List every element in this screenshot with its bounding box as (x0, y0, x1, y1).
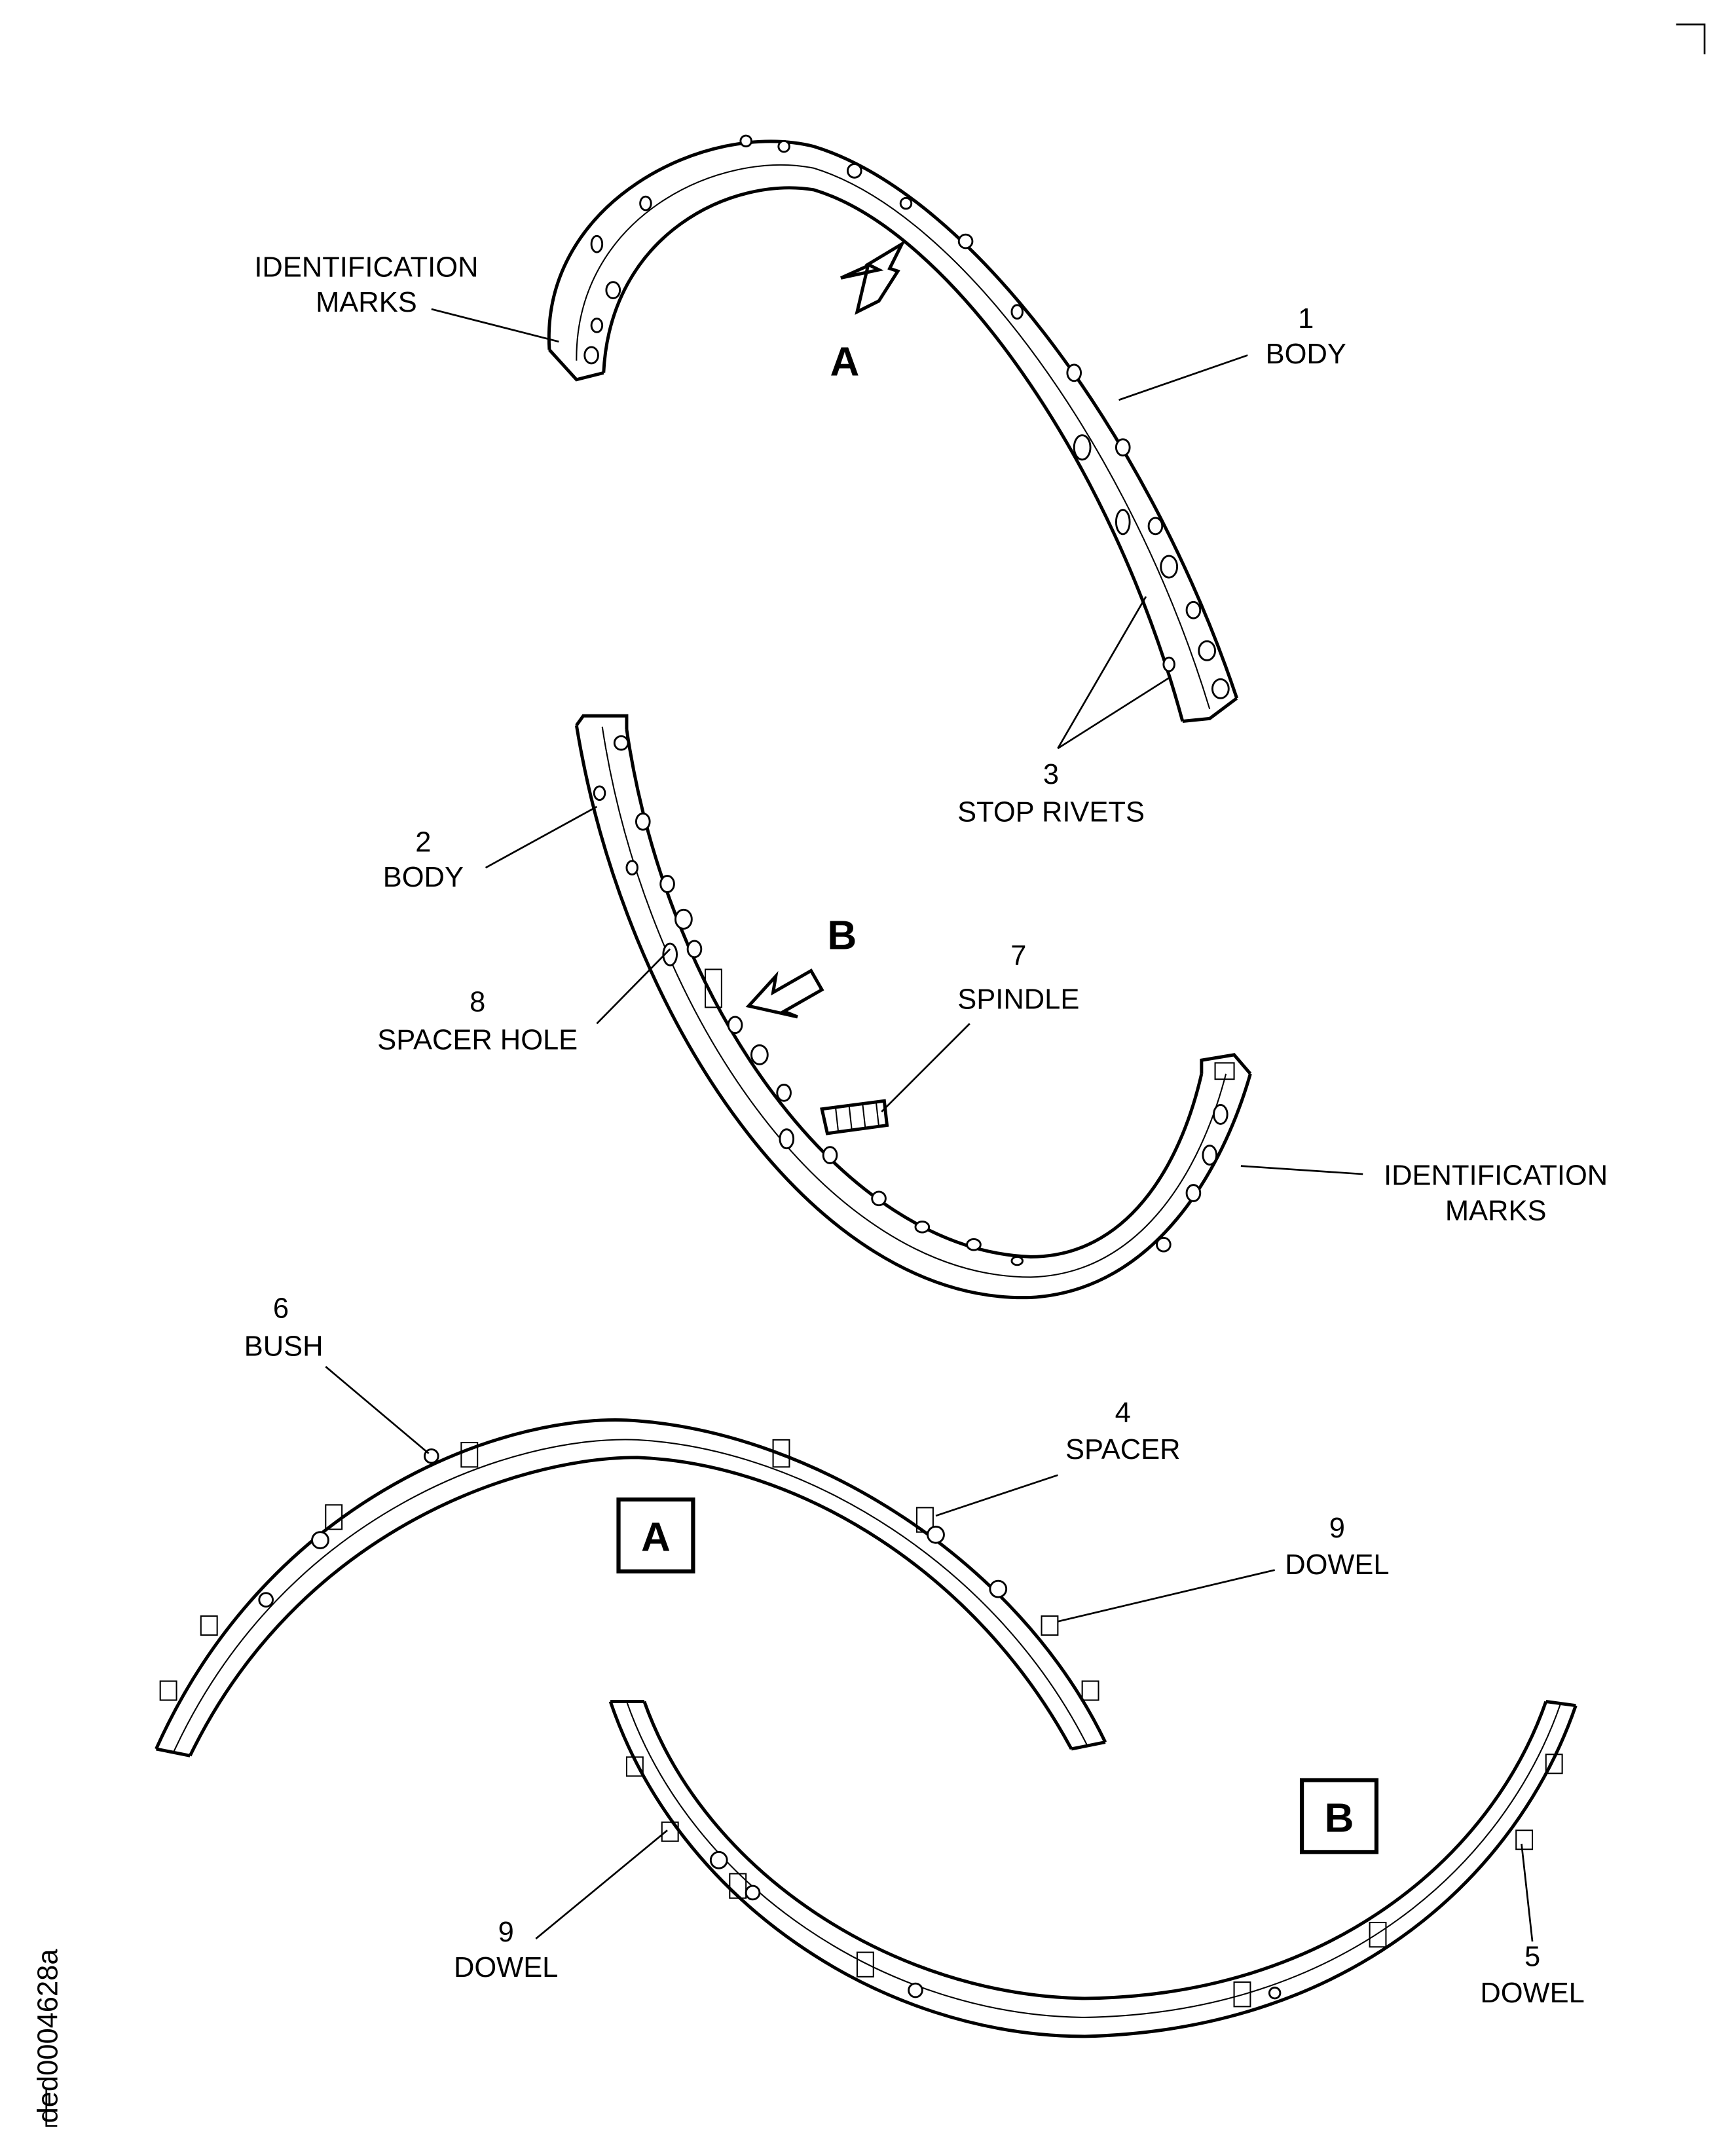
segment-view-b (608, 1700, 1578, 2038)
segment-view-a (155, 1418, 1107, 1757)
label-identification-marks-mid: IDENTIFICATION MARKS (1384, 1160, 1608, 1227)
label-dowel-a: 9 DOWEL (1285, 1513, 1389, 1581)
view-arrow-a-icon (840, 240, 906, 315)
svg-text:DOWEL: DOWEL (1285, 1549, 1389, 1581)
svg-text:DOWEL: DOWEL (454, 1952, 558, 1983)
label-dowel-b-left: 9 DOWEL (454, 1917, 558, 1983)
svg-text:SPINDLE: SPINDLE (957, 984, 1079, 1015)
corner-mark (1676, 23, 1706, 54)
svg-text:SPACER: SPACER (1065, 1434, 1181, 1465)
body-1-ring (547, 134, 1239, 723)
leader-lines (325, 308, 1534, 1942)
figure-id-mark (45, 2088, 58, 2127)
svg-text:STOP RIVETS: STOP RIVETS (957, 797, 1145, 828)
svg-text:1: 1 (1298, 303, 1314, 335)
label-body-1: 1 BODY (1266, 303, 1346, 370)
spindle-part (820, 1099, 889, 1135)
label-dowel-b-right: 5 DOWEL (1480, 1941, 1584, 2009)
svg-text:6: 6 (273, 1293, 289, 1325)
svg-text:7: 7 (1010, 940, 1026, 972)
rivet-holes (583, 134, 1230, 699)
svg-text:MARKS: MARKS (1445, 1195, 1547, 1226)
svg-text:4: 4 (1115, 1397, 1131, 1429)
view-arrow-b-icon (745, 968, 824, 1019)
svg-text:IDENTIFICATION: IDENTIFICATION (254, 251, 478, 283)
view-box-b-label: B (1325, 1795, 1354, 1841)
view-box-a (616, 1497, 695, 1573)
figure-id: ded0004628a (32, 1949, 64, 2124)
svg-text:DOWEL: DOWEL (1480, 1978, 1584, 2009)
view-arrow-b-label: B (827, 913, 857, 958)
label-bush: 6 BUSH (244, 1293, 323, 1363)
label-spacer-hole: 8 SPACER HOLE (377, 987, 578, 1056)
svg-text:BUSH: BUSH (244, 1331, 323, 1363)
view-box-b (1299, 1778, 1379, 1854)
svg-text:9: 9 (498, 1917, 514, 1948)
label-spacer: 4 SPACER (1065, 1397, 1181, 1465)
view-arrow-a-label: A (830, 340, 860, 385)
svg-text:8: 8 (470, 987, 485, 1018)
svg-text:BODY: BODY (1266, 339, 1346, 370)
body-2-ring (574, 714, 1252, 1300)
svg-text:SPACER HOLE: SPACER HOLE (377, 1025, 578, 1056)
label-body-2: 2 BODY (383, 826, 464, 893)
svg-text:9: 9 (1329, 1513, 1345, 1544)
svg-text:5: 5 (1524, 1941, 1540, 1972)
svg-text:3: 3 (1043, 759, 1059, 790)
label-identification-marks-top: IDENTIFICATION MARKS (254, 251, 478, 318)
label-spindle: 7 SPINDLE (957, 940, 1079, 1015)
svg-text:2: 2 (415, 826, 431, 858)
spacer-holes (593, 735, 1228, 1266)
svg-text:BODY: BODY (383, 862, 464, 893)
label-stop-rivets: 3 STOP RIVETS (957, 759, 1145, 828)
svg-text:IDENTIFICATION: IDENTIFICATION (1384, 1160, 1608, 1192)
view-box-a-label: A (641, 1515, 671, 1560)
svg-text:MARKS: MARKS (316, 287, 417, 318)
